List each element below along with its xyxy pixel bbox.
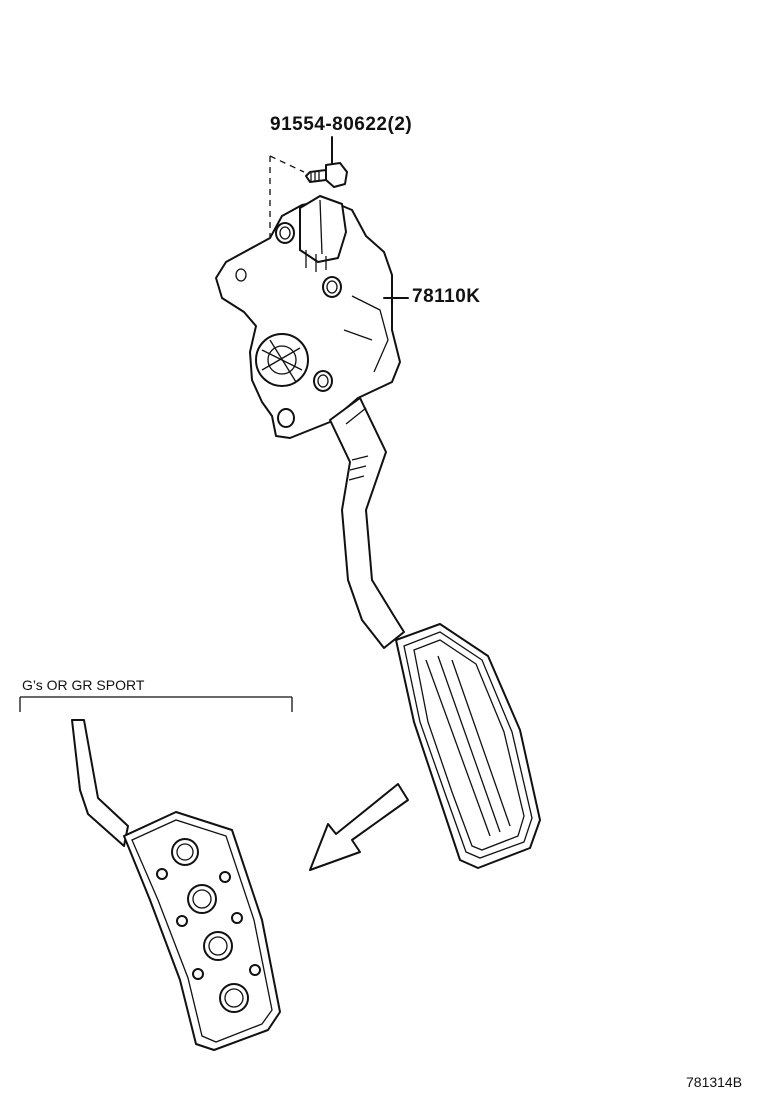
variant-arrow <box>309 783 409 871</box>
variant-bracket <box>19 696 293 712</box>
pedal-arm <box>329 397 405 649</box>
variant-label: G’s OR GR SPORT <box>22 677 145 693</box>
bolt-part-number: 91554-80622(2) <box>270 114 413 135</box>
sport-pedal-arm <box>71 719 129 847</box>
illustration-number: 781314B <box>686 1074 743 1090</box>
pedal-pad-standard <box>395 623 541 869</box>
pedal-housing <box>215 195 401 439</box>
bolt <box>305 136 348 188</box>
pedal-pad-sport <box>123 811 281 1051</box>
pedal-assembly-part-number: 78110K <box>412 286 481 307</box>
